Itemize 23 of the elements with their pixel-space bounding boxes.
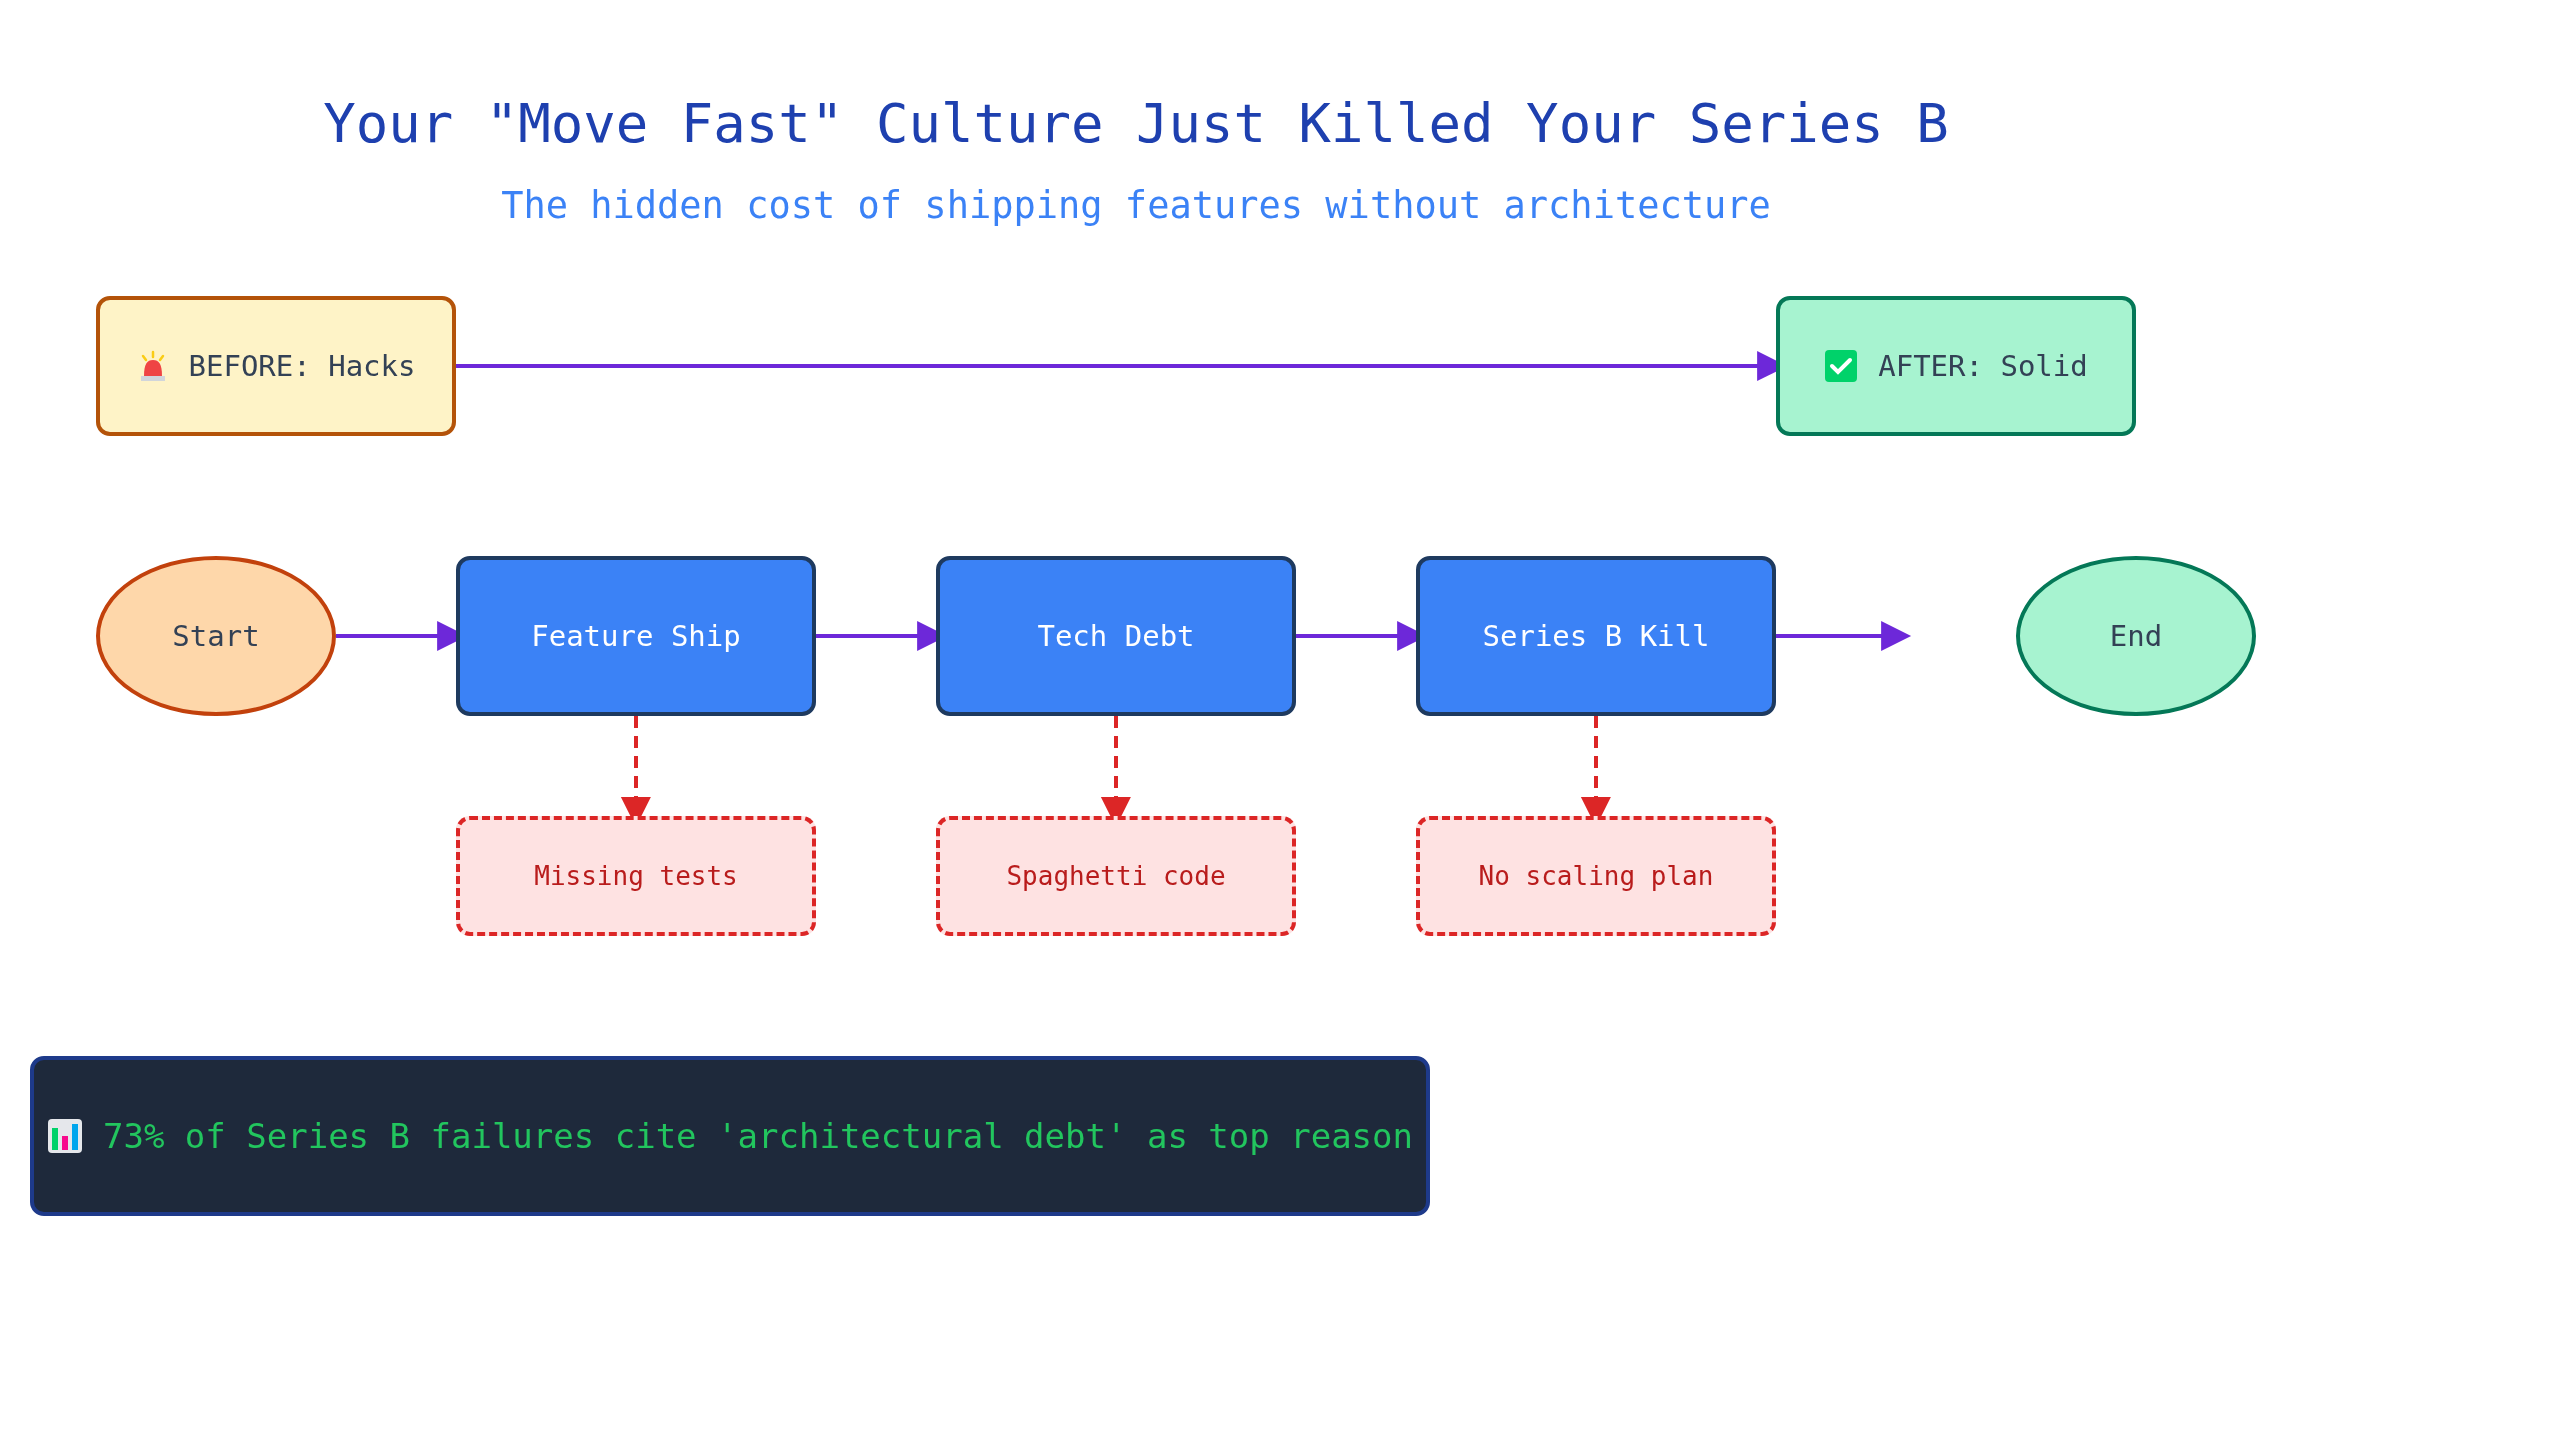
status-box	[1776, 296, 2136, 436]
diagram-title: Your "Move Fast" Culture Just Killed Your Series B	[322, 92, 1950, 155]
issue-box	[456, 816, 816, 936]
issue-box	[936, 816, 1296, 936]
node-label: End	[2109, 619, 2163, 653]
node-label: Tech Debt	[1037, 619, 1195, 653]
node-label: AFTER: Solid	[1878, 349, 2088, 383]
node-label: Feature Ship	[531, 619, 741, 653]
stat-banner	[30, 1056, 1430, 1216]
node-label: BEFORE: Hacks	[188, 349, 416, 383]
node-label: 73% of Series B failures cite 'architectural debt' as top reason	[102, 1116, 1414, 1156]
diagram-subtitle: The hidden cost of shipping features without architecture	[500, 184, 1772, 227]
node-label: Start	[172, 619, 260, 653]
node-label: Missing tests	[534, 861, 738, 891]
process-box	[456, 556, 816, 716]
arrow	[1776, 621, 1912, 652]
node-label: Series B Kill	[1482, 619, 1710, 653]
status-box	[96, 296, 456, 436]
process-box	[1416, 556, 1776, 716]
node-label: Spaghetti code	[1006, 861, 1226, 891]
issue-box	[1416, 816, 1776, 936]
node-label: No scaling plan	[1478, 861, 1714, 891]
process-box	[936, 556, 1296, 716]
